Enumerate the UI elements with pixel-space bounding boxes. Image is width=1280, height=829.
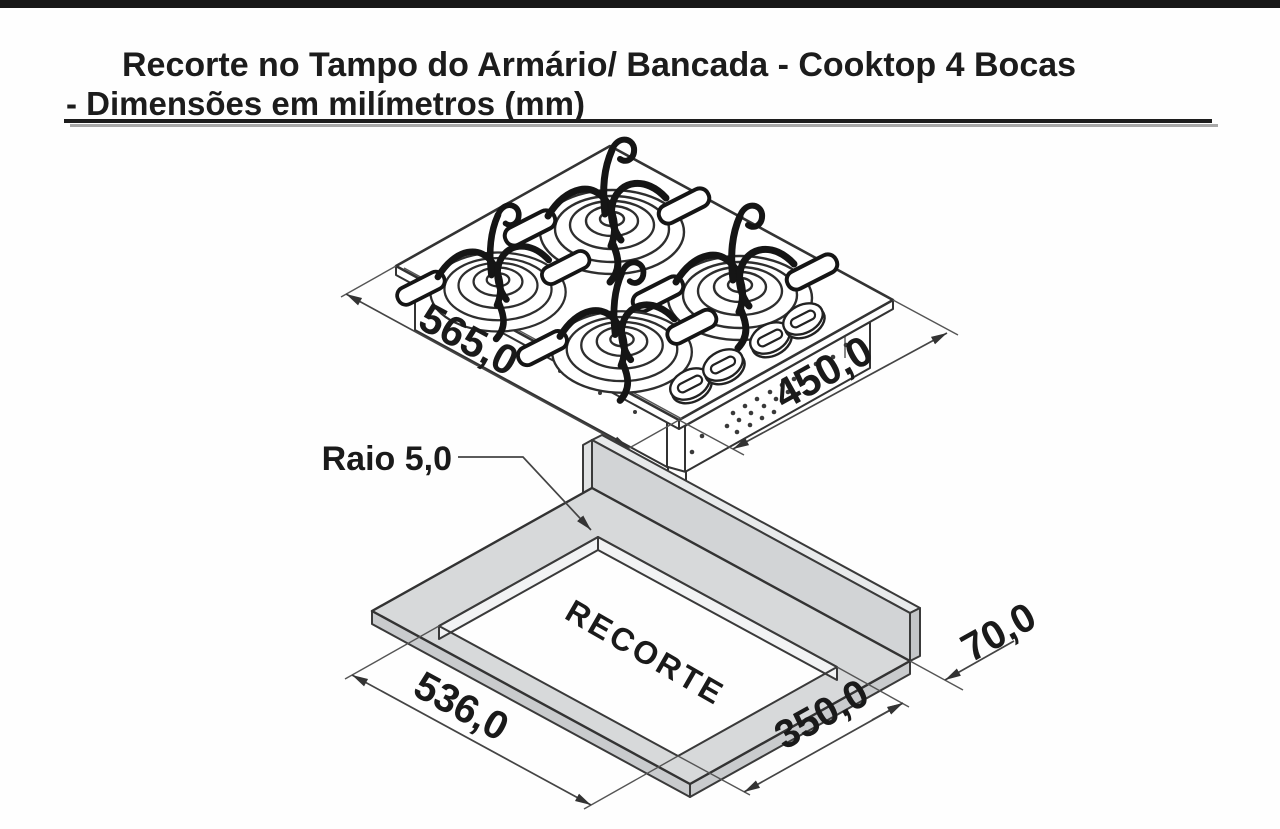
- page-title-line1: Recorte no Tampo do Armário/ Bancada - C…: [122, 46, 1077, 84]
- title-underline-shadow: [70, 124, 1218, 127]
- title-underline: [64, 119, 1212, 123]
- backsplash-right-cap: [909, 607, 921, 662]
- box-front-corner-face: [666, 420, 686, 473]
- cooktop-isometric-drawing: 565,0 450,0: [340, 140, 959, 486]
- back-margin-label: 70,0: [954, 594, 1043, 670]
- annotation-corner-radius: Raio 5,0: [322, 440, 592, 531]
- page-title-line2: - Dimensões em milímetros (mm): [66, 85, 585, 122]
- backsplash: [582, 434, 921, 662]
- corner-radius-label: Raio 5,0: [322, 440, 452, 478]
- scan-top-bar: [0, 0, 1280, 8]
- backsplash-left-cap: [582, 439, 593, 494]
- cutout-label: RECORTE: [560, 593, 732, 713]
- countertop-isometric-drawing: RECORTE Raio 5,0 536,0 350,0: [322, 434, 1043, 810]
